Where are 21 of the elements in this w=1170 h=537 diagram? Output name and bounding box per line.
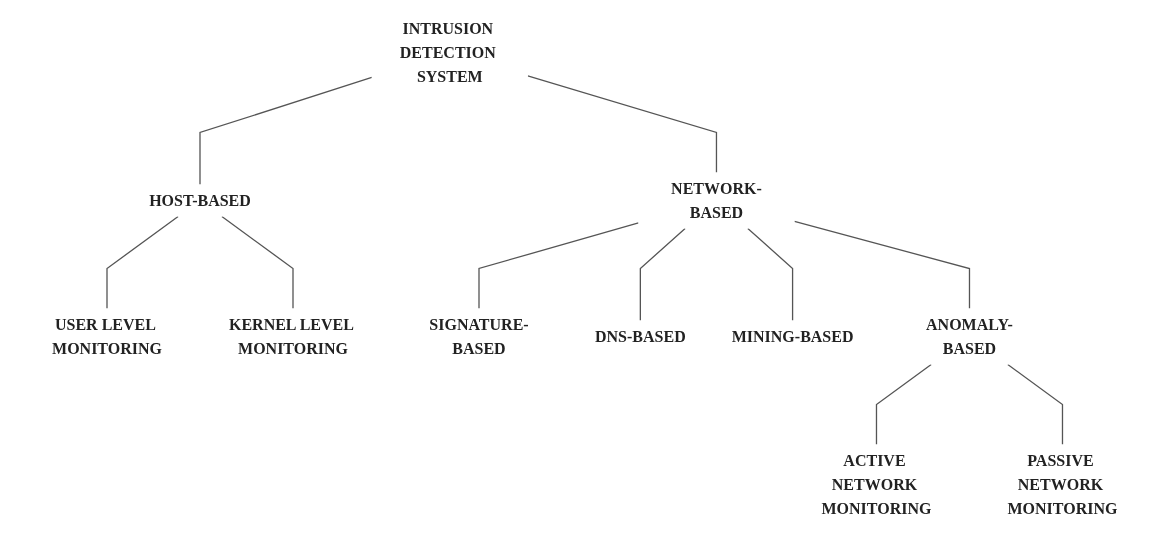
connector (478, 222, 640, 310)
connector (527, 75, 718, 174)
node-text: USER LEVEL MONITORING (52, 315, 163, 357)
node-text: ANOMALY-BASED (926, 315, 1014, 357)
connector (794, 220, 971, 310)
node-text: INTRUSION DETECTION SYSTEM (400, 19, 497, 85)
connector (1007, 363, 1064, 446)
connector (639, 227, 686, 322)
connector (221, 215, 294, 310)
node-text: PASSIVE NETWORK MONITORING (1007, 451, 1118, 517)
connector (747, 227, 794, 322)
connector (876, 363, 933, 446)
node-text: KERNEL LEVEL MONITORING (229, 315, 354, 357)
node-text: SIGNATURE-BASED (429, 315, 529, 357)
connector (199, 76, 373, 186)
node-text: MINING-BASED (731, 327, 854, 345)
node-text: HOST-BASED (149, 191, 252, 209)
node-text: ACTIVE NETWORK MONITORING (821, 451, 932, 517)
node-text: NETWORK-BASED (671, 179, 763, 221)
connector (106, 215, 179, 310)
node-text: DNS-BASED (595, 327, 686, 345)
